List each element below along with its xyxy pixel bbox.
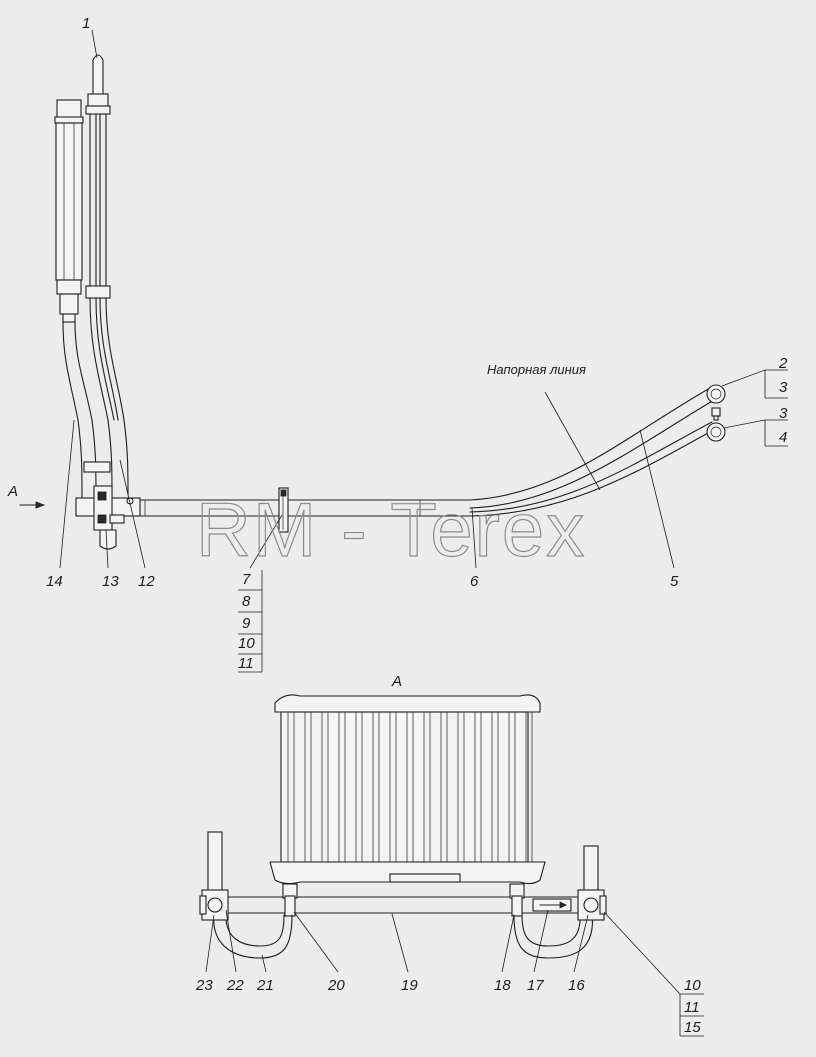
manifold-block [75,485,141,550]
callout-7: 7 [242,571,251,588]
radiator-core [269,694,546,885]
callout-6: 6 [470,573,479,590]
callout-3-lower: 3 [779,405,788,422]
callout-18: 18 [494,977,511,994]
view-a-label: A [391,673,402,690]
pipe-6 [139,487,471,533]
tube-19 [227,896,591,914]
pipe-1 [83,54,129,496]
watermark: RM - Terex [196,488,586,573]
loop-right [513,911,594,959]
callout-11-top: 11 [238,655,254,672]
callout-12: 12 [138,573,155,590]
view-arrow-a: A [7,483,46,509]
callout-labels: 1 2 3 3 4 5 6 7 8 9 10 11 12 13 14 10 11… [46,15,788,1036]
callout-3-upper: 3 [779,379,788,396]
pipe-5-pair [469,384,726,517]
callout-16: 16 [568,977,585,994]
top-view: A Напорная линия [7,29,788,673]
pressure-line-label: Напорная линия [487,362,586,377]
callout-15: 15 [684,1019,701,1036]
callout-20: 20 [327,977,345,994]
callout-13: 13 [102,573,119,590]
view-a: A [199,673,704,1037]
loop-21 [213,911,293,959]
callout-9: 9 [242,615,251,632]
callout-19: 19 [401,977,418,994]
callout-1: 1 [82,15,90,32]
callout-23: 23 [195,977,213,994]
callout-11-bottom: 11 [684,999,700,1016]
callout-8: 8 [242,593,251,610]
callout-14: 14 [46,573,63,590]
callout-21: 21 [256,977,274,994]
arrow-label: A [7,483,18,500]
callout-5: 5 [670,573,679,590]
hose-14 [62,321,83,501]
callout-10-bottom: 10 [684,977,701,994]
callout-22: 22 [226,977,244,994]
callout-10-top: 10 [238,635,255,652]
cylinder-assembly [54,99,84,323]
callout-17: 17 [527,977,544,994]
callout-4: 4 [779,429,787,446]
callout-2: 2 [778,355,788,372]
